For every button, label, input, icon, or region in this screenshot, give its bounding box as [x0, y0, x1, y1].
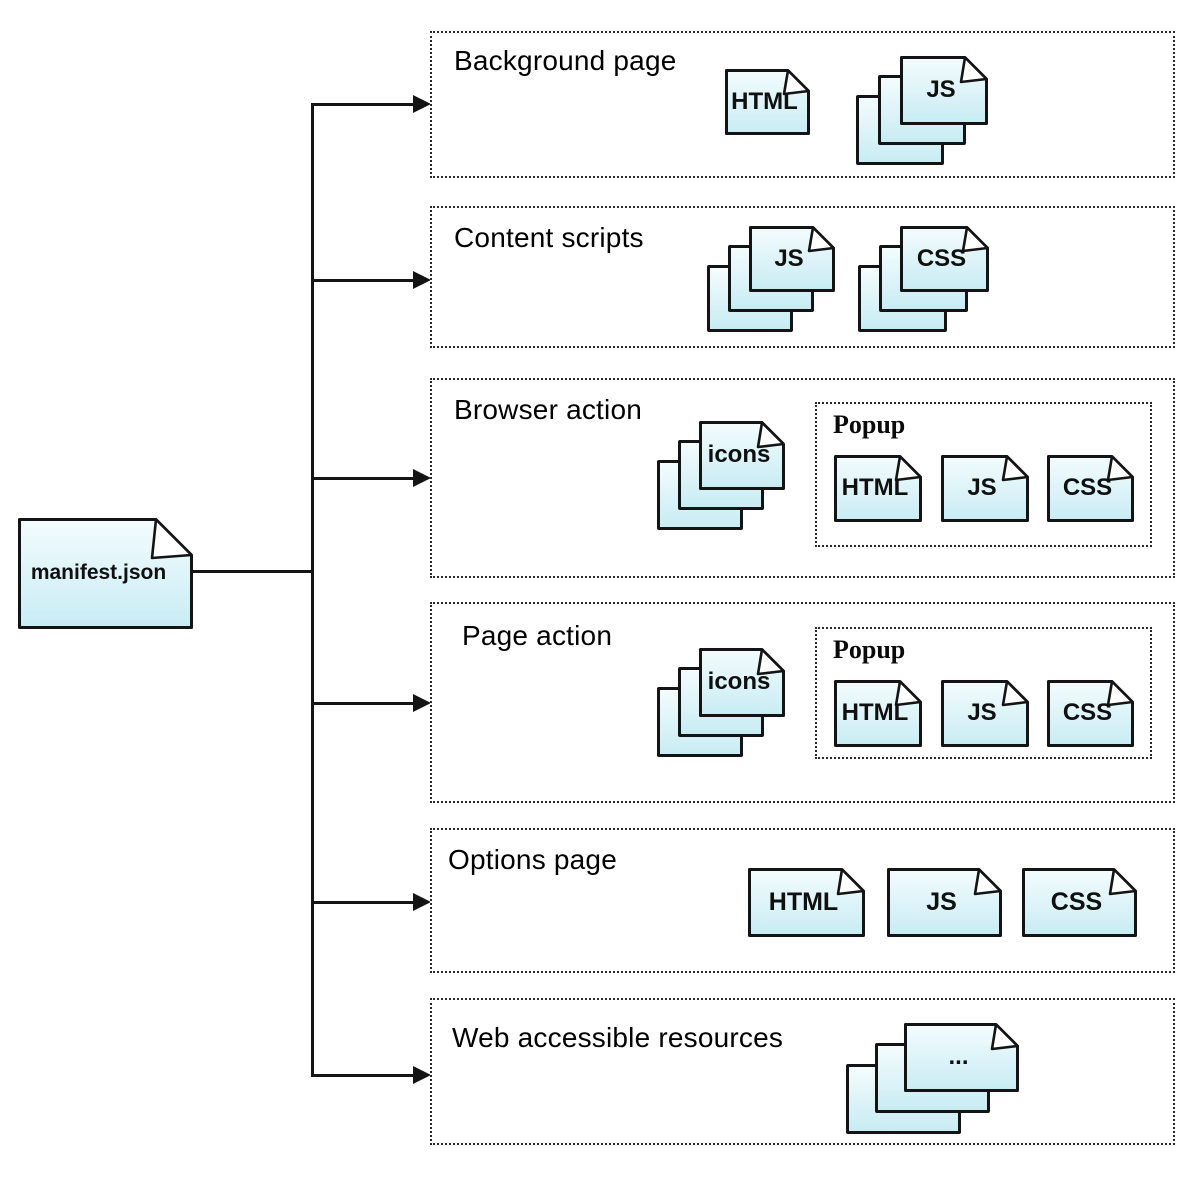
file-stack-icons: icons: [657, 647, 785, 757]
manifest-label: manifest.json: [30, 561, 167, 584]
file-icon-css: CSS: [900, 225, 989, 292]
zone-page-action: Page action icons Popup HTML JS CSS: [430, 602, 1175, 803]
arrow-line: [311, 477, 415, 480]
zone-options-page: Options page HTML JS CSS: [430, 828, 1175, 973]
arrowhead-icon: [413, 95, 431, 113]
manifest-file-icon: manifest.json: [18, 517, 193, 629]
arrow-to-web-accessible-resources: [311, 1066, 431, 1084]
file-icon-js: JS: [749, 225, 835, 292]
file-stack-css: CSS: [858, 225, 989, 332]
arrowhead-icon: [413, 469, 431, 487]
arrowhead-icon: [413, 694, 431, 712]
arrow-line: [311, 702, 415, 705]
trunk-connector-line: [311, 103, 314, 1076]
arrow-to-content-scripts: [311, 271, 431, 289]
file-icon-js: JS: [941, 454, 1029, 522]
file-icon-html: HTML: [834, 679, 922, 747]
popup-title: Popup: [833, 635, 906, 664]
file-icon-js: JS: [887, 867, 1002, 937]
file-icon-html: HTML: [725, 68, 810, 135]
zone-content-scripts: Content scripts JS CSS: [430, 206, 1175, 348]
zone-page-action-title: Page action: [462, 620, 613, 651]
file-icon-js: JS: [941, 679, 1029, 747]
zone-background-page-title: Background page: [454, 45, 677, 76]
arrow-line: [311, 103, 415, 106]
file-stack-icons: icons: [657, 420, 785, 530]
file-stack-resources: ...: [846, 1022, 1019, 1134]
arrow-line: [311, 1074, 415, 1077]
file-icon-css: CSS: [1022, 867, 1137, 937]
zone-web-accessible-resources-title: Web accessible resources: [452, 1022, 784, 1053]
file-icon-css: CSS: [1047, 679, 1134, 747]
zone-content-scripts-title: Content scripts: [454, 222, 644, 253]
file-stack-js: JS: [707, 225, 835, 332]
arrow-to-page-action: [311, 694, 431, 712]
file-icon-css: CSS: [1047, 454, 1134, 522]
zone-web-accessible-resources: Web accessible resources ...: [430, 998, 1175, 1145]
arrow-line: [311, 901, 415, 904]
arrow-to-browser-action: [311, 469, 431, 487]
zone-background-page: Background page HTML JS: [430, 31, 1175, 178]
arrowhead-icon: [413, 271, 431, 289]
arrow-to-options-page: [311, 893, 431, 911]
arrow-line: [311, 279, 415, 282]
file-icon-ellipsis: ...: [904, 1022, 1019, 1092]
root-connector-line: [193, 570, 313, 573]
file-icon-icons: icons: [699, 647, 785, 717]
file-icon-html: HTML: [834, 454, 922, 522]
file-icon-icons: icons: [699, 420, 785, 490]
arrowhead-icon: [413, 893, 431, 911]
popup-box-page-action: Popup HTML JS CSS: [815, 627, 1152, 759]
file-icon-html: HTML: [748, 867, 865, 937]
file-stack-js: JS: [856, 55, 988, 165]
zone-browser-action: Browser action icons Popup HTML JS CSS: [430, 378, 1175, 578]
popup-title: Popup: [833, 410, 906, 439]
popup-box-browser-action: Popup HTML JS CSS: [815, 402, 1152, 547]
zone-browser-action-title: Browser action: [454, 394, 642, 425]
zone-options-page-title: Options page: [448, 844, 617, 875]
arrowhead-icon: [413, 1066, 431, 1084]
file-icon-js: JS: [900, 55, 988, 125]
arrow-to-background-page: [311, 95, 431, 113]
